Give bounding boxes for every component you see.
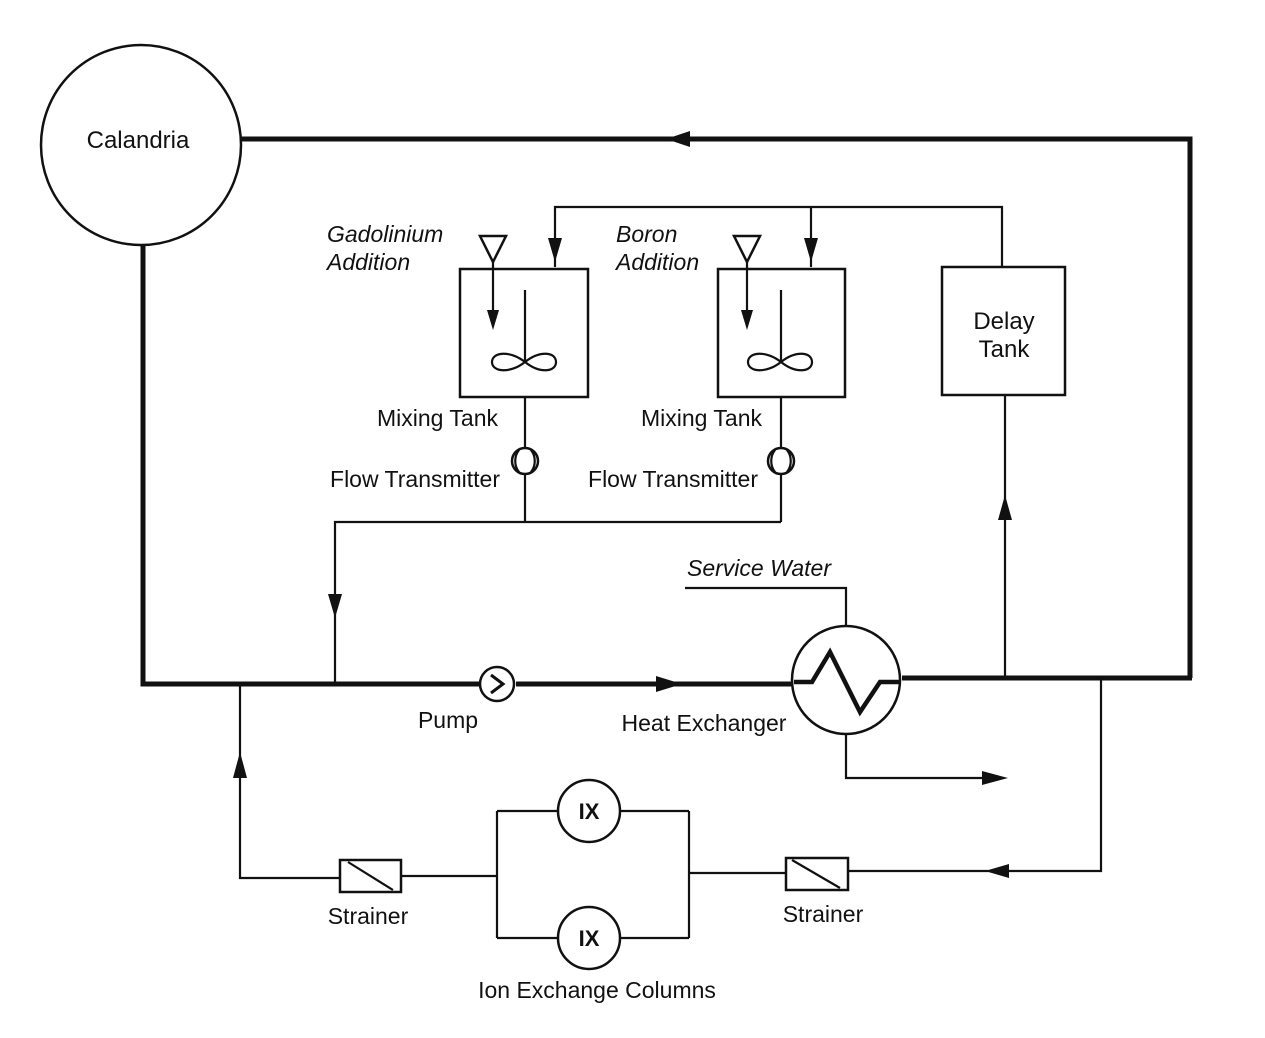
strainer-right-mesh-icon <box>791 859 841 889</box>
boron-flow-transmitter <box>766 446 796 476</box>
ion-exchange-column-lower <box>556 905 622 971</box>
gadolinium-addition-label-line1: Gadolinium <box>327 221 443 247</box>
heat-exchanger-coil-icon <box>794 647 900 717</box>
flow-arrow-service-water-out <box>982 771 1008 785</box>
return-line-top <box>240 136 1193 678</box>
gadolinium-flow-transmitter-label: Flow Transmitter <box>330 466 500 492</box>
strainer-left-mesh-icon <box>347 861 394 891</box>
flow-arrow-purification-feed <box>985 864 1009 878</box>
flow-arrow-boron-feed <box>804 238 818 262</box>
gadolinium-flow-transmitter-mark-icon <box>514 449 536 473</box>
boron-mixing-tank-label: Mixing Tank <box>641 405 763 431</box>
boron-flow-transmitter-label: Flow Transmitter <box>588 466 758 492</box>
gadolinium-dosing-arrow <box>487 310 499 330</box>
calandria-vessel <box>39 43 243 247</box>
flow-arrow-main <box>656 676 682 692</box>
ion-exchange-column-lower-label: IX <box>579 926 600 951</box>
delay-tank-outlet-line <box>553 205 1004 267</box>
pump-label: Pump <box>418 707 478 733</box>
service-water-label: Service Water <box>687 555 832 581</box>
ion-exchange-column-upper <box>556 778 622 844</box>
pump-chevron-icon <box>490 673 506 695</box>
boron-funnel-icon <box>731 234 763 265</box>
service-water-outlet-line <box>844 734 985 780</box>
flow-arrow-additive <box>328 594 342 618</box>
flow-arrow-gadolinium-feed <box>548 238 562 262</box>
gadolinium-addition-label-line2: Addition <box>325 249 410 275</box>
boron-agitator-icon <box>746 290 814 372</box>
strainer-right-label: Strainer <box>783 901 864 927</box>
ion-exchange-columns-label: Ion Exchange Columns <box>478 977 716 1003</box>
additive-header-line <box>333 520 781 684</box>
flow-arrow-purification-return <box>233 752 247 778</box>
flow-arrow-delay <box>998 495 1012 520</box>
pump <box>478 665 516 703</box>
ion-exchange-column-upper-label: IX <box>579 799 600 824</box>
gadolinium-funnel-icon <box>477 234 509 265</box>
purification-feed-line <box>848 678 1103 873</box>
purification-return-line <box>238 684 340 880</box>
service-water-inlet-line <box>685 586 848 626</box>
main-line-left <box>140 245 480 687</box>
strainer-left-label: Strainer <box>328 903 409 929</box>
gadolinium-mixing-tank-label: Mixing Tank <box>377 405 499 431</box>
heat-exchanger-label: Heat Exchanger <box>622 710 787 736</box>
boron-dosing-arrow <box>741 310 753 330</box>
delay-tank-label-line1: Delay <box>973 308 1034 335</box>
boron-addition-label-line2: Addition <box>614 249 699 275</box>
boron-flow-transmitter-mark-icon <box>770 449 792 473</box>
gadolinium-flow-transmitter <box>510 446 540 476</box>
delay-tank <box>940 265 1067 397</box>
calandria-label: Calandria <box>87 127 190 154</box>
delay-tank-label-line2: Tank <box>979 336 1031 363</box>
flow-arrow-top <box>666 131 690 147</box>
boron-addition-label-line1: Boron <box>616 221 677 247</box>
gadolinium-agitator-icon <box>490 290 558 372</box>
